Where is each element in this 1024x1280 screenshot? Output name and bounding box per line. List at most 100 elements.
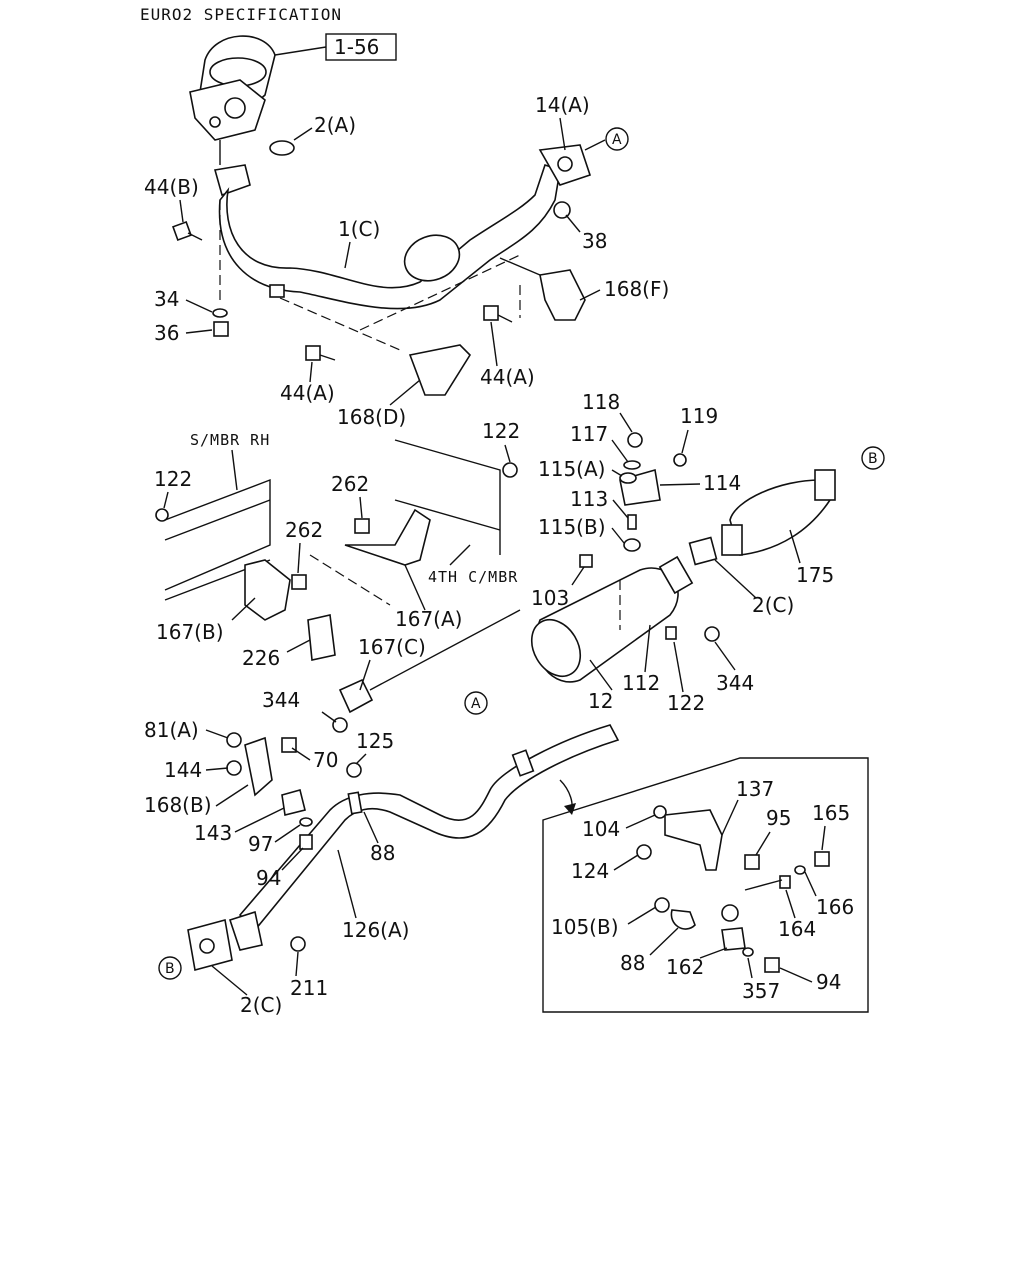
nut-211 (290, 936, 306, 952)
callout-label[interactable]: 168(B) (144, 793, 212, 817)
connector-a-middle: A (464, 691, 488, 715)
nut-38 (553, 201, 571, 219)
callout-label[interactable]: 2(C) (240, 993, 282, 1017)
connector-a-top: A (605, 127, 629, 151)
nut-118 (627, 432, 643, 448)
callout-label[interactable]: 168(F) (604, 277, 669, 301)
detail-inset (542, 757, 869, 1013)
callout-label[interactable]: 70 (313, 748, 338, 772)
nut-36 (213, 321, 229, 337)
callout-label[interactable]: 115(B) (538, 515, 606, 539)
nut-125 (346, 762, 362, 778)
tail-pipe (228, 724, 620, 951)
callout-label[interactable]: 122 (482, 419, 520, 443)
callout-label[interactable]: 144 (164, 758, 202, 782)
insulator-115a (619, 472, 637, 484)
callout-label[interactable]: 113 (570, 487, 608, 511)
callout-label[interactable]: 125 (356, 729, 394, 753)
ref-box-label[interactable]: 1-56 (334, 35, 379, 59)
bolt-262-upper (354, 518, 370, 534)
callout-label[interactable]: 168(D) (337, 405, 406, 429)
connector-b-bottom: B (158, 956, 182, 980)
callout-label[interactable]: 12 (588, 689, 613, 713)
callout-label[interactable]: 122 (154, 467, 192, 491)
callout-label[interactable]: 344 (262, 688, 300, 712)
callout-label[interactable]: 1(C) (338, 217, 380, 241)
callout-label[interactable]: 137 (736, 777, 774, 801)
clamp-226 (307, 614, 336, 661)
callout-label[interactable]: 103 (531, 586, 569, 610)
callout-label[interactable]: 357 (742, 979, 780, 1003)
callout-label[interactable]: 165 (812, 801, 850, 825)
gasket-2a (269, 140, 295, 156)
callout-label[interactable]: 262 (331, 472, 369, 496)
svg-text:B: B (165, 961, 175, 977)
callout-label[interactable]: 262 (285, 518, 323, 542)
callout-label[interactable]: 226 (242, 646, 280, 670)
callout-label[interactable]: 44(A) (280, 381, 335, 405)
callout-label[interactable]: 112 (622, 671, 660, 695)
callout-label[interactable]: 104 (582, 817, 620, 841)
bracket-167c (338, 678, 374, 714)
callout-label[interactable]: 118 (582, 390, 620, 414)
callout-label[interactable]: 44(A) (480, 365, 535, 389)
callout-label[interactable]: 167(B) (156, 620, 224, 644)
nut-344-left (332, 717, 348, 733)
callout-label[interactable]: 162 (666, 955, 704, 979)
callout-label[interactable]: 126(A) (342, 918, 409, 942)
callout-label[interactable]: 122 (667, 691, 705, 715)
callout-label[interactable]: 167(C) (358, 635, 426, 659)
washer-117 (623, 460, 641, 470)
callout-label[interactable]: 105(B) (551, 915, 619, 939)
bolt-262-lower (291, 574, 307, 590)
exhaust-manifold (189, 35, 327, 165)
callout-label[interactable]: 124 (571, 859, 609, 883)
callout-label[interactable]: 119 (680, 404, 718, 428)
callout-label[interactable]: 88 (620, 951, 645, 975)
spec-title: EURO2 SPECIFICATION (140, 5, 342, 24)
callout-label[interactable]: 14(A) (535, 93, 590, 117)
callout-label[interactable]: 88 (370, 841, 395, 865)
svg-text:A: A (612, 132, 622, 148)
callout-label[interactable]: 164 (778, 917, 816, 941)
bracket-168b (244, 736, 273, 797)
callout-label[interactable]: 115(A) (538, 457, 605, 481)
muffler (530, 555, 694, 683)
callout-label[interactable]: 175 (796, 563, 834, 587)
callout-label[interactable]: 94 (816, 970, 841, 994)
callout-label[interactable]: 94 (256, 866, 281, 890)
nut-344-right (704, 626, 720, 642)
callout-label[interactable]: 2(A) (314, 113, 356, 137)
callout-label[interactable]: 166 (816, 895, 854, 919)
callout-label[interactable]: 114 (703, 471, 741, 495)
callout-label[interactable]: 211 (290, 976, 328, 1000)
svg-text:B: B (868, 451, 878, 467)
callout-label[interactable]: 95 (766, 806, 791, 830)
callout-label[interactable]: 38 (582, 229, 607, 253)
cross-member-label: 4TH C/MBR (428, 568, 518, 586)
connector-b-right: B (861, 446, 885, 470)
callout-label[interactable]: 81(A) (144, 718, 199, 742)
nut-122-upper (502, 462, 518, 478)
bracket-168d (408, 344, 472, 396)
callout-label[interactable]: 2(C) (752, 593, 794, 617)
front-pipe (213, 144, 592, 310)
spacer-122 (665, 626, 677, 640)
callout-label[interactable]: 167(A) (395, 607, 462, 631)
callout-label[interactable]: 36 (154, 321, 179, 345)
callout-label[interactable]: 117 (570, 422, 608, 446)
callout-label[interactable]: 44(B) (144, 175, 199, 199)
callout-label[interactable]: 143 (194, 821, 232, 845)
nut-122-left (155, 508, 169, 522)
bolt-44a-left (305, 345, 336, 361)
callout-label[interactable]: 34 (154, 287, 179, 311)
bolt-103 (579, 554, 593, 568)
spacer-113 (627, 514, 637, 530)
washer-97 (299, 817, 313, 827)
washer-34 (212, 308, 228, 318)
callout-label[interactable]: 344 (716, 671, 754, 695)
bolt-44a-right (483, 305, 513, 323)
svg-text:A: A (471, 696, 481, 712)
callout-label[interactable]: 97 (248, 832, 273, 856)
